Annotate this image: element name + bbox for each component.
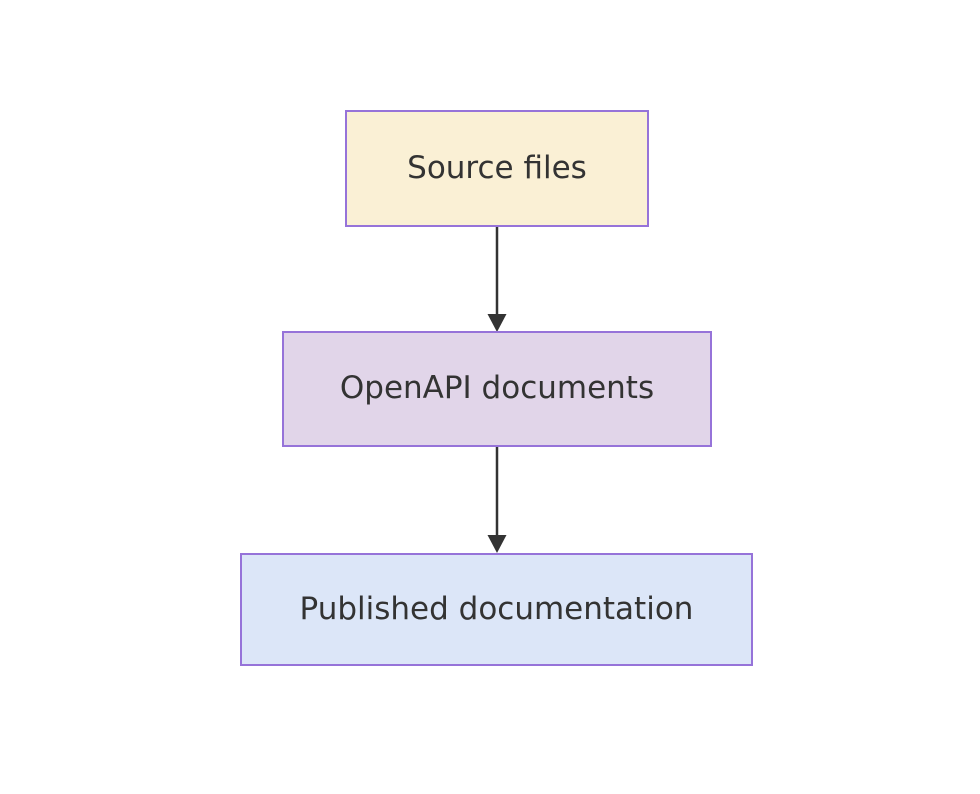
node-published-documentation: Published documentation (240, 553, 753, 666)
arrowhead-icon (487, 535, 507, 553)
arrowhead-icon (487, 314, 507, 332)
node-openapi-documents-label: OpenAPI documents (339, 370, 655, 407)
node-source-files-label: Source files (407, 149, 587, 186)
node-openapi-documents: OpenAPI documents (282, 331, 712, 447)
node-source-files: Source files (345, 110, 649, 227)
node-published-documentation-label: Published documentation (299, 590, 694, 627)
edge-openapi-to-published (487, 447, 507, 553)
edge-source-to-openapi (487, 227, 507, 332)
